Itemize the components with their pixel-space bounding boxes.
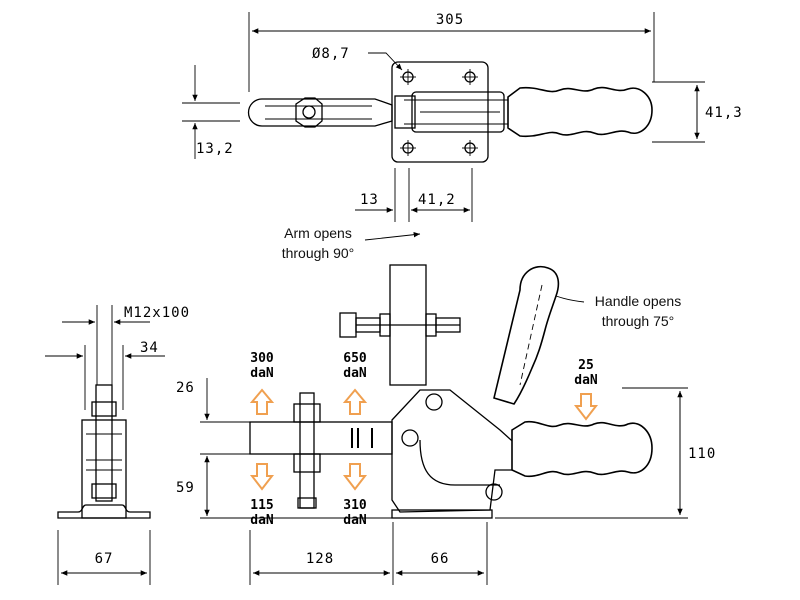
dim-26-label: 26 [176,380,195,396]
handle-opens-line1: Handle opens [595,293,681,309]
force-25-down-arrow [573,393,599,421]
arm-opens-line1: Arm opens [284,225,352,241]
dim-59-label: 59 [176,480,195,496]
dim-66-label: 66 [431,551,450,567]
thread-label: M12x100 [124,305,190,321]
arm-opens-line2: through 90° [282,245,355,261]
force-115-value: 115 [250,498,273,513]
force-25-unit: daN [574,373,598,388]
top-view: 305 Ø8,7 41,3 13,2 [182,12,743,222]
force-300-value: 300 [250,351,274,366]
force-115-down-arrow [249,463,275,491]
force-650-up-arrow [342,388,368,415]
side-view: 26 59 110 128 66 [176,264,716,585]
dim-34-label: 34 [140,340,159,356]
force-25-value: 25 [578,358,594,373]
force-300-unit: daN [250,366,274,381]
force-115-unit: daN [250,513,274,528]
dim-67-label: 67 [95,551,114,567]
force-300-up-arrow [249,388,275,415]
handle-opens-line2: through 75° [602,313,675,329]
force-650-unit: daN [343,366,367,381]
force-650-value: 650 [343,351,367,366]
dim-13-label: 13 [360,192,379,208]
dim-110-label: 110 [688,446,716,462]
force-310-down-arrow [342,463,368,491]
dim-13-2-label: 13,2 [196,141,234,157]
end-view: M12x100 34 67 [45,305,190,585]
dim-41-2-label: 41,2 [418,192,456,208]
dim-41-3-label: 41,3 [705,105,743,121]
dim-305-label: 305 [436,12,464,28]
forces: 300 daN 650 daN 25 daN 115 daN 310 daN [249,351,599,528]
force-310-unit: daN [343,513,367,528]
notes: Arm opens through 90° Handle opens throu… [282,225,681,329]
dim-128-label: 128 [306,551,334,567]
hole-diameter-label: Ø8,7 [312,46,350,62]
force-310-value: 310 [343,498,367,513]
